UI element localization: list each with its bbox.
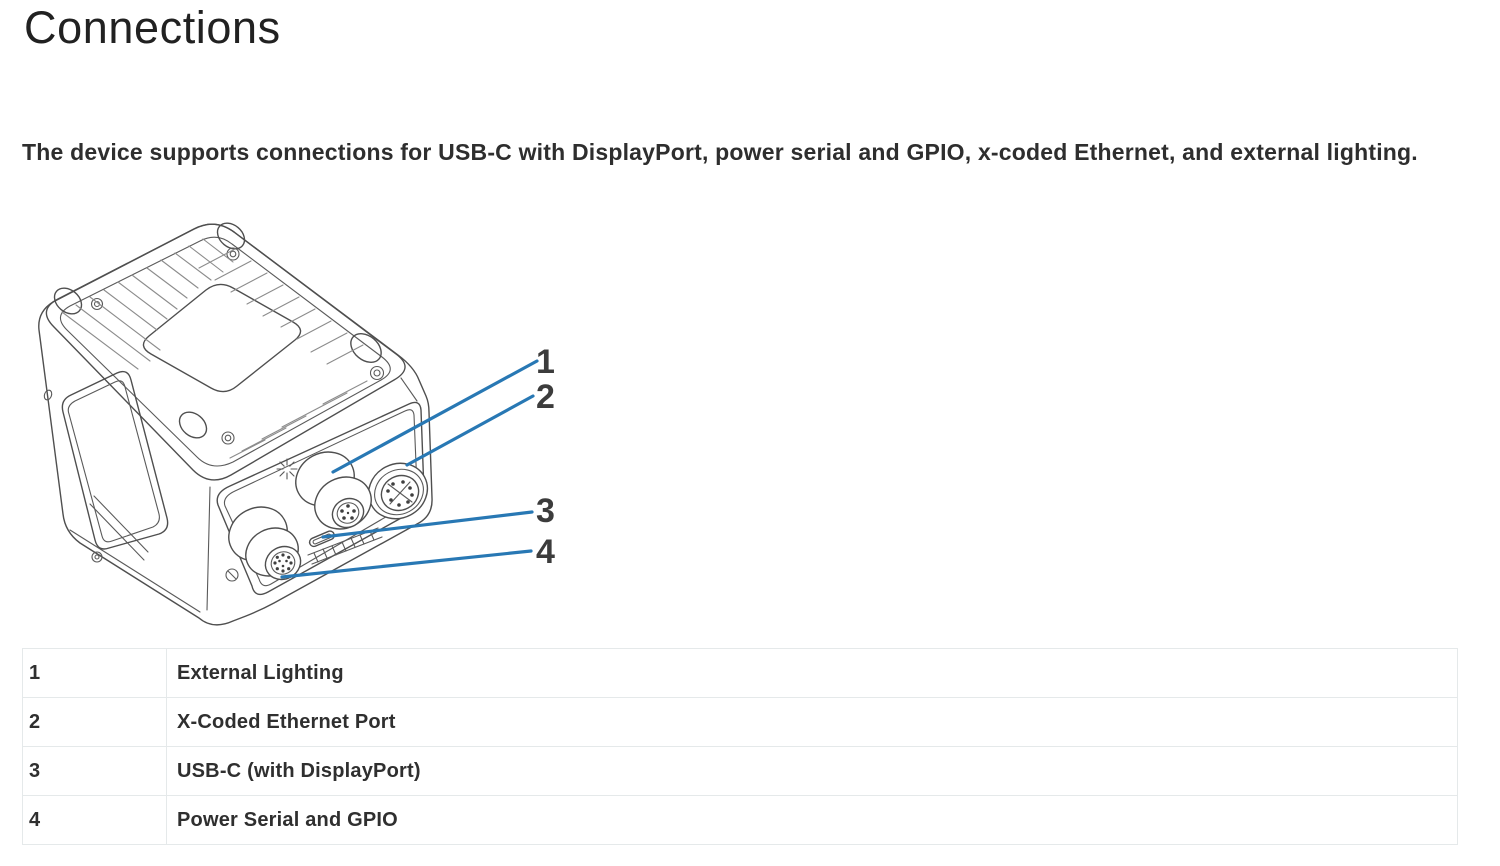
callout-number-cell: 3	[22, 746, 167, 796]
callout-line-4	[280, 549, 533, 579]
callout-number-cell: 2	[22, 697, 167, 747]
device-body	[38, 223, 433, 626]
callout-number-3: 3	[536, 492, 555, 530]
device-figure: 1 2 3 4	[20, 200, 580, 660]
ethernet-connector	[367, 462, 429, 520]
page-title: Connections	[24, 2, 281, 53]
callout-number-1: 1	[536, 343, 555, 381]
power-gpio-connector	[228, 506, 302, 581]
callout-number-2: 2	[536, 378, 555, 416]
callout-line-1	[331, 359, 539, 474]
usb-c-slot	[308, 530, 335, 548]
device-illustration: 1 2 3 4	[38, 222, 555, 626]
intro-text: The device supports connections for USB-…	[22, 139, 1418, 165]
table-row: 1 External Lighting	[22, 648, 1458, 698]
connections-table: 1 External Lighting 2 X-Coded Ethernet P…	[22, 648, 1458, 845]
heatsink-fins	[61, 238, 368, 459]
callout-number-4: 4	[536, 533, 555, 571]
callout-number-cell: 1	[22, 648, 167, 698]
external-lighting-icon	[276, 458, 298, 480]
connection-label-cell: Power Serial and GPIO	[166, 795, 1458, 845]
connection-label-cell: X-Coded Ethernet Port	[166, 697, 1458, 747]
mounting-holes	[53, 222, 385, 445]
side-recess-panel	[43, 370, 169, 563]
table-row: 4 Power Serial and GPIO	[22, 795, 1458, 845]
connection-label-cell: External Lighting	[166, 648, 1458, 698]
table-row: 2 X-Coded Ethernet Port	[22, 697, 1458, 747]
table-row: 3 USB-C (with DisplayPort)	[22, 746, 1458, 796]
callout-line-3	[321, 510, 534, 539]
external-lighting-connector	[295, 451, 372, 530]
callout-number-cell: 4	[22, 795, 167, 845]
callout-line-2	[405, 394, 535, 467]
connection-label-cell: USB-C (with DisplayPort)	[166, 746, 1458, 796]
